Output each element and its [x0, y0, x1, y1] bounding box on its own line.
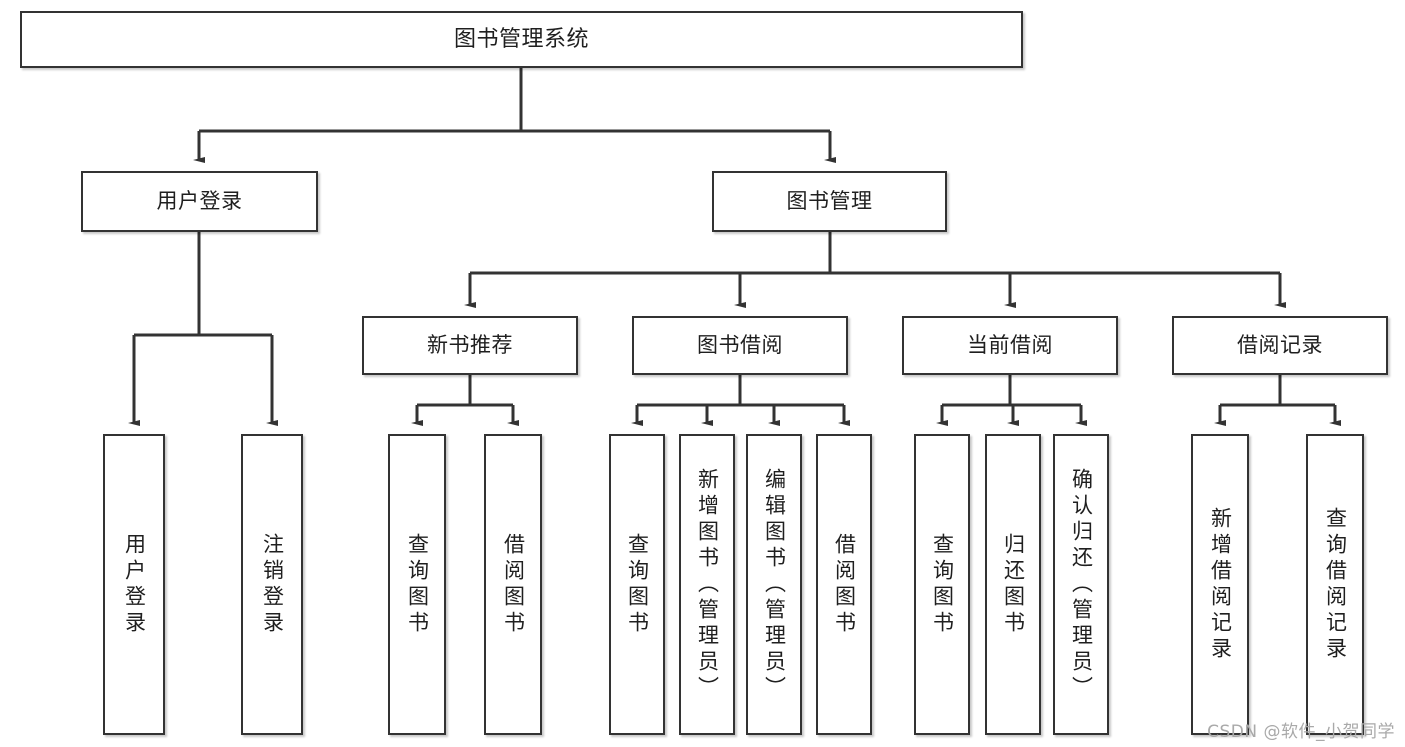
leaf-add-book-label: 新增图书（管理员） [695, 467, 720, 702]
node-book-manage-label: 图书管理 [786, 189, 873, 214]
node-user-login-label: 用户登录 [156, 189, 243, 214]
leaf-add-borrow-record[interactable]: 新增借阅记录 [1191, 434, 1249, 735]
leaf-add-book[interactable]: 新增图书（管理员） [679, 434, 735, 735]
csdn-watermark: CSDN @软件_小贺同学 [1207, 722, 1395, 742]
leaf-query-borrow-record[interactable]: 查询借阅记录 [1306, 434, 1364, 735]
leaf-return-book-label: 归还图书 [1001, 532, 1026, 637]
node-book-borrow-label: 图书借阅 [697, 333, 783, 358]
node-borrow-record[interactable]: 借阅记录 [1172, 316, 1388, 375]
leaf-borrow-book-recommend-label: 借阅图书 [501, 532, 526, 637]
leaf-user-login[interactable]: 用户登录 [103, 434, 165, 735]
node-user-login[interactable]: 用户登录 [81, 171, 318, 232]
node-new-book-recommend[interactable]: 新书推荐 [362, 316, 578, 375]
leaf-query-book-recommend-label: 查询图书 [405, 532, 430, 637]
leaf-query-book-recommend[interactable]: 查询图书 [388, 434, 446, 735]
leaf-borrow-book-label: 借阅图书 [832, 532, 857, 637]
leaf-query-book-current-label: 查询图书 [930, 532, 955, 637]
leaf-user-logout-label: 注销登录 [260, 532, 285, 637]
leaf-confirm-return[interactable]: 确认归还（管理员） [1053, 434, 1109, 735]
leaf-edit-book-label: 编辑图书（管理员） [762, 467, 787, 702]
node-book-manage[interactable]: 图书管理 [712, 171, 947, 232]
node-borrow-record-label: 借阅记录 [1237, 333, 1323, 358]
node-current-borrow-label: 当前借阅 [967, 333, 1053, 358]
leaf-query-book-borrow-label: 查询图书 [625, 532, 650, 637]
node-root-label: 图书管理系统 [453, 26, 589, 52]
leaf-return-book[interactable]: 归还图书 [985, 434, 1041, 735]
node-current-borrow[interactable]: 当前借阅 [902, 316, 1118, 375]
leaf-borrow-book-recommend[interactable]: 借阅图书 [484, 434, 542, 735]
leaf-confirm-return-label: 确认归还（管理员） [1069, 467, 1094, 702]
leaf-query-book-borrow[interactable]: 查询图书 [609, 434, 665, 735]
leaf-query-borrow-record-label: 查询借阅记录 [1323, 506, 1348, 663]
leaf-user-login-label: 用户登录 [122, 532, 147, 637]
node-root[interactable]: 图书管理系统 [20, 11, 1023, 68]
node-new-book-recommend-label: 新书推荐 [427, 333, 513, 358]
leaf-query-book-current[interactable]: 查询图书 [914, 434, 970, 735]
leaf-user-logout[interactable]: 注销登录 [241, 434, 303, 735]
leaf-borrow-book[interactable]: 借阅图书 [816, 434, 872, 735]
node-book-borrow[interactable]: 图书借阅 [632, 316, 848, 375]
leaf-edit-book[interactable]: 编辑图书（管理员） [746, 434, 802, 735]
leaf-add-borrow-record-label: 新增借阅记录 [1208, 506, 1233, 663]
